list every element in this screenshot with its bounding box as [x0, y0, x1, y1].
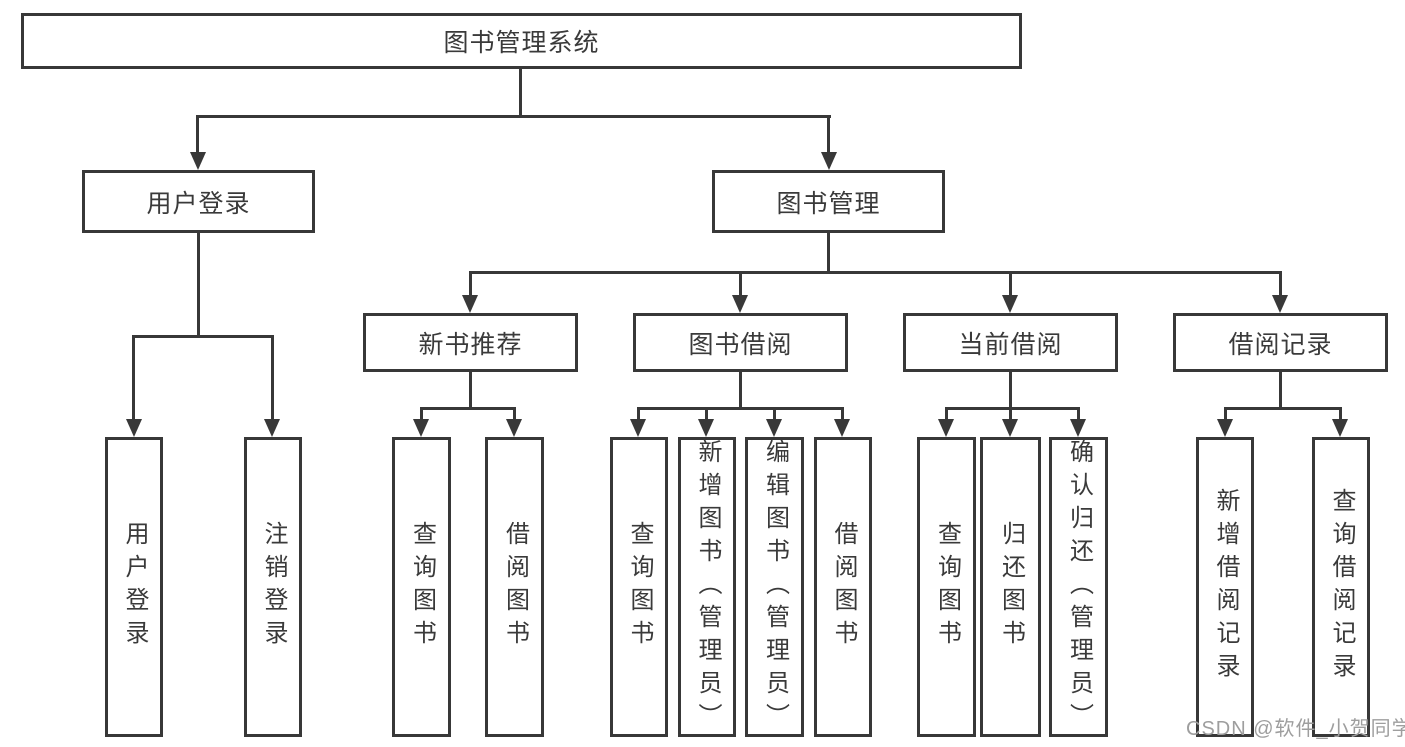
node-book-borrow: 图书借阅: [633, 313, 848, 372]
connector-line: [827, 233, 830, 273]
connector-line: [773, 407, 776, 421]
leaf-query-borrow-record: 查询借阅记录: [1312, 437, 1370, 737]
leaf-add-books-admin: 新增图书（管理员）: [678, 437, 736, 737]
leaf-query-books-3-label: 查询图书: [933, 521, 961, 653]
connector-line: [739, 372, 742, 409]
arrow-down-icon: [821, 152, 837, 170]
leaf-borrow-books-2-label: 借阅图书: [830, 521, 857, 653]
connector-line: [420, 407, 423, 421]
connector-line: [1224, 407, 1342, 410]
connector-line: [513, 407, 516, 421]
connector-line: [827, 115, 830, 154]
leaf-confirm-return-admin: 确认归还（管理员）: [1049, 437, 1108, 737]
arrow-down-icon: [126, 419, 142, 437]
arrow-down-icon: [1217, 419, 1233, 437]
leaf-add-borrow-record-label: 新增借阅记录: [1212, 488, 1239, 686]
arrow-down-icon: [698, 419, 714, 437]
connector-line: [637, 407, 844, 410]
arrow-down-icon: [1332, 419, 1348, 437]
arrow-down-icon: [1002, 295, 1018, 313]
arrow-down-icon: [190, 152, 206, 170]
node-book-management-label: 图书管理: [776, 189, 881, 218]
csdn-watermark: CSDN @软件_小贺同学: [1186, 718, 1405, 740]
node-current-borrow-label: 当前借阅: [958, 330, 1063, 359]
leaf-edit-books-admin-label: 编辑图书（管理员）: [761, 438, 789, 736]
leaf-confirm-return-admin-label: 确认归还（管理员）: [1065, 438, 1093, 736]
connector-line: [196, 115, 831, 118]
leaf-edit-books-admin: 编辑图书（管理员）: [745, 437, 804, 737]
connector-line: [197, 233, 200, 337]
connector-line: [132, 335, 274, 338]
leaf-borrow-books-1: 借阅图书: [485, 437, 544, 737]
arrow-down-icon: [1070, 419, 1086, 437]
arrow-down-icon: [834, 419, 850, 437]
leaf-return-books: 归还图书: [980, 437, 1041, 737]
leaf-add-books-admin-label: 新增图书（管理员）: [694, 438, 721, 736]
node-new-book-recommend: 新书推荐: [363, 313, 578, 372]
leaf-logout: 注销登录: [244, 437, 302, 737]
leaf-add-borrow-record: 新增借阅记录: [1196, 437, 1254, 737]
connector-line: [705, 407, 708, 421]
leaf-user-login: 用户登录: [105, 437, 163, 737]
node-book-borrow-label: 图书借阅: [688, 330, 793, 359]
node-current-borrow: 当前借阅: [903, 313, 1118, 372]
connector-line: [945, 407, 1080, 410]
connector-line: [1009, 407, 1012, 421]
arrow-down-icon: [938, 419, 954, 437]
leaf-user-login-label: 用户登录: [121, 521, 148, 653]
arrow-down-icon: [732, 295, 748, 313]
leaf-query-borrow-record-label: 查询借阅记录: [1328, 488, 1355, 686]
connector-line: [1224, 407, 1227, 421]
leaf-borrow-books-2: 借阅图书: [814, 437, 872, 737]
connector-line: [469, 271, 472, 297]
arrow-down-icon: [630, 419, 646, 437]
connector-line: [1077, 407, 1080, 421]
node-borrow-records-label: 借阅记录: [1228, 330, 1333, 359]
node-borrow-records: 借阅记录: [1173, 313, 1388, 372]
arrow-down-icon: [506, 419, 522, 437]
arrow-down-icon: [264, 419, 280, 437]
node-user-login-label: 用户登录: [146, 189, 251, 218]
connector-line: [1279, 372, 1282, 409]
arrow-down-icon: [1002, 419, 1018, 437]
leaf-query-books-2-label: 查询图书: [626, 521, 653, 653]
connector-line: [1009, 372, 1012, 409]
connector-line: [1279, 271, 1282, 297]
leaf-query-books-3: 查询图书: [917, 437, 976, 737]
connector-line: [841, 407, 844, 421]
connector-line: [420, 407, 516, 410]
arrow-down-icon: [766, 419, 782, 437]
arrow-down-icon: [462, 295, 478, 313]
connector-line: [196, 115, 199, 154]
connector-line: [132, 335, 135, 421]
connector-line: [1339, 407, 1342, 421]
node-new-book-recommend-label: 新书推荐: [418, 330, 523, 359]
leaf-query-books-2: 查询图书: [610, 437, 668, 737]
node-user-login: 用户登录: [82, 170, 315, 233]
node-book-management: 图书管理: [712, 170, 945, 233]
arrow-down-icon: [1272, 295, 1288, 313]
connector-line: [469, 372, 472, 409]
node-root-label: 图书管理系统: [443, 29, 600, 57]
connector-line: [945, 407, 948, 421]
leaf-return-books-label: 归还图书: [997, 521, 1025, 653]
node-root: 图书管理系统: [21, 13, 1022, 69]
connector-line: [271, 335, 274, 421]
leaf-logout-label: 注销登录: [260, 521, 287, 653]
connector-line: [637, 407, 640, 421]
connector-line: [469, 271, 1282, 274]
connector-line: [739, 271, 742, 297]
leaf-query-books-1-label: 查询图书: [408, 521, 436, 653]
connector-line: [1009, 271, 1012, 297]
connector-line: [519, 69, 522, 117]
arrow-down-icon: [413, 419, 429, 437]
leaf-query-books-1: 查询图书: [392, 437, 451, 737]
leaf-borrow-books-1-label: 借阅图书: [501, 521, 529, 653]
